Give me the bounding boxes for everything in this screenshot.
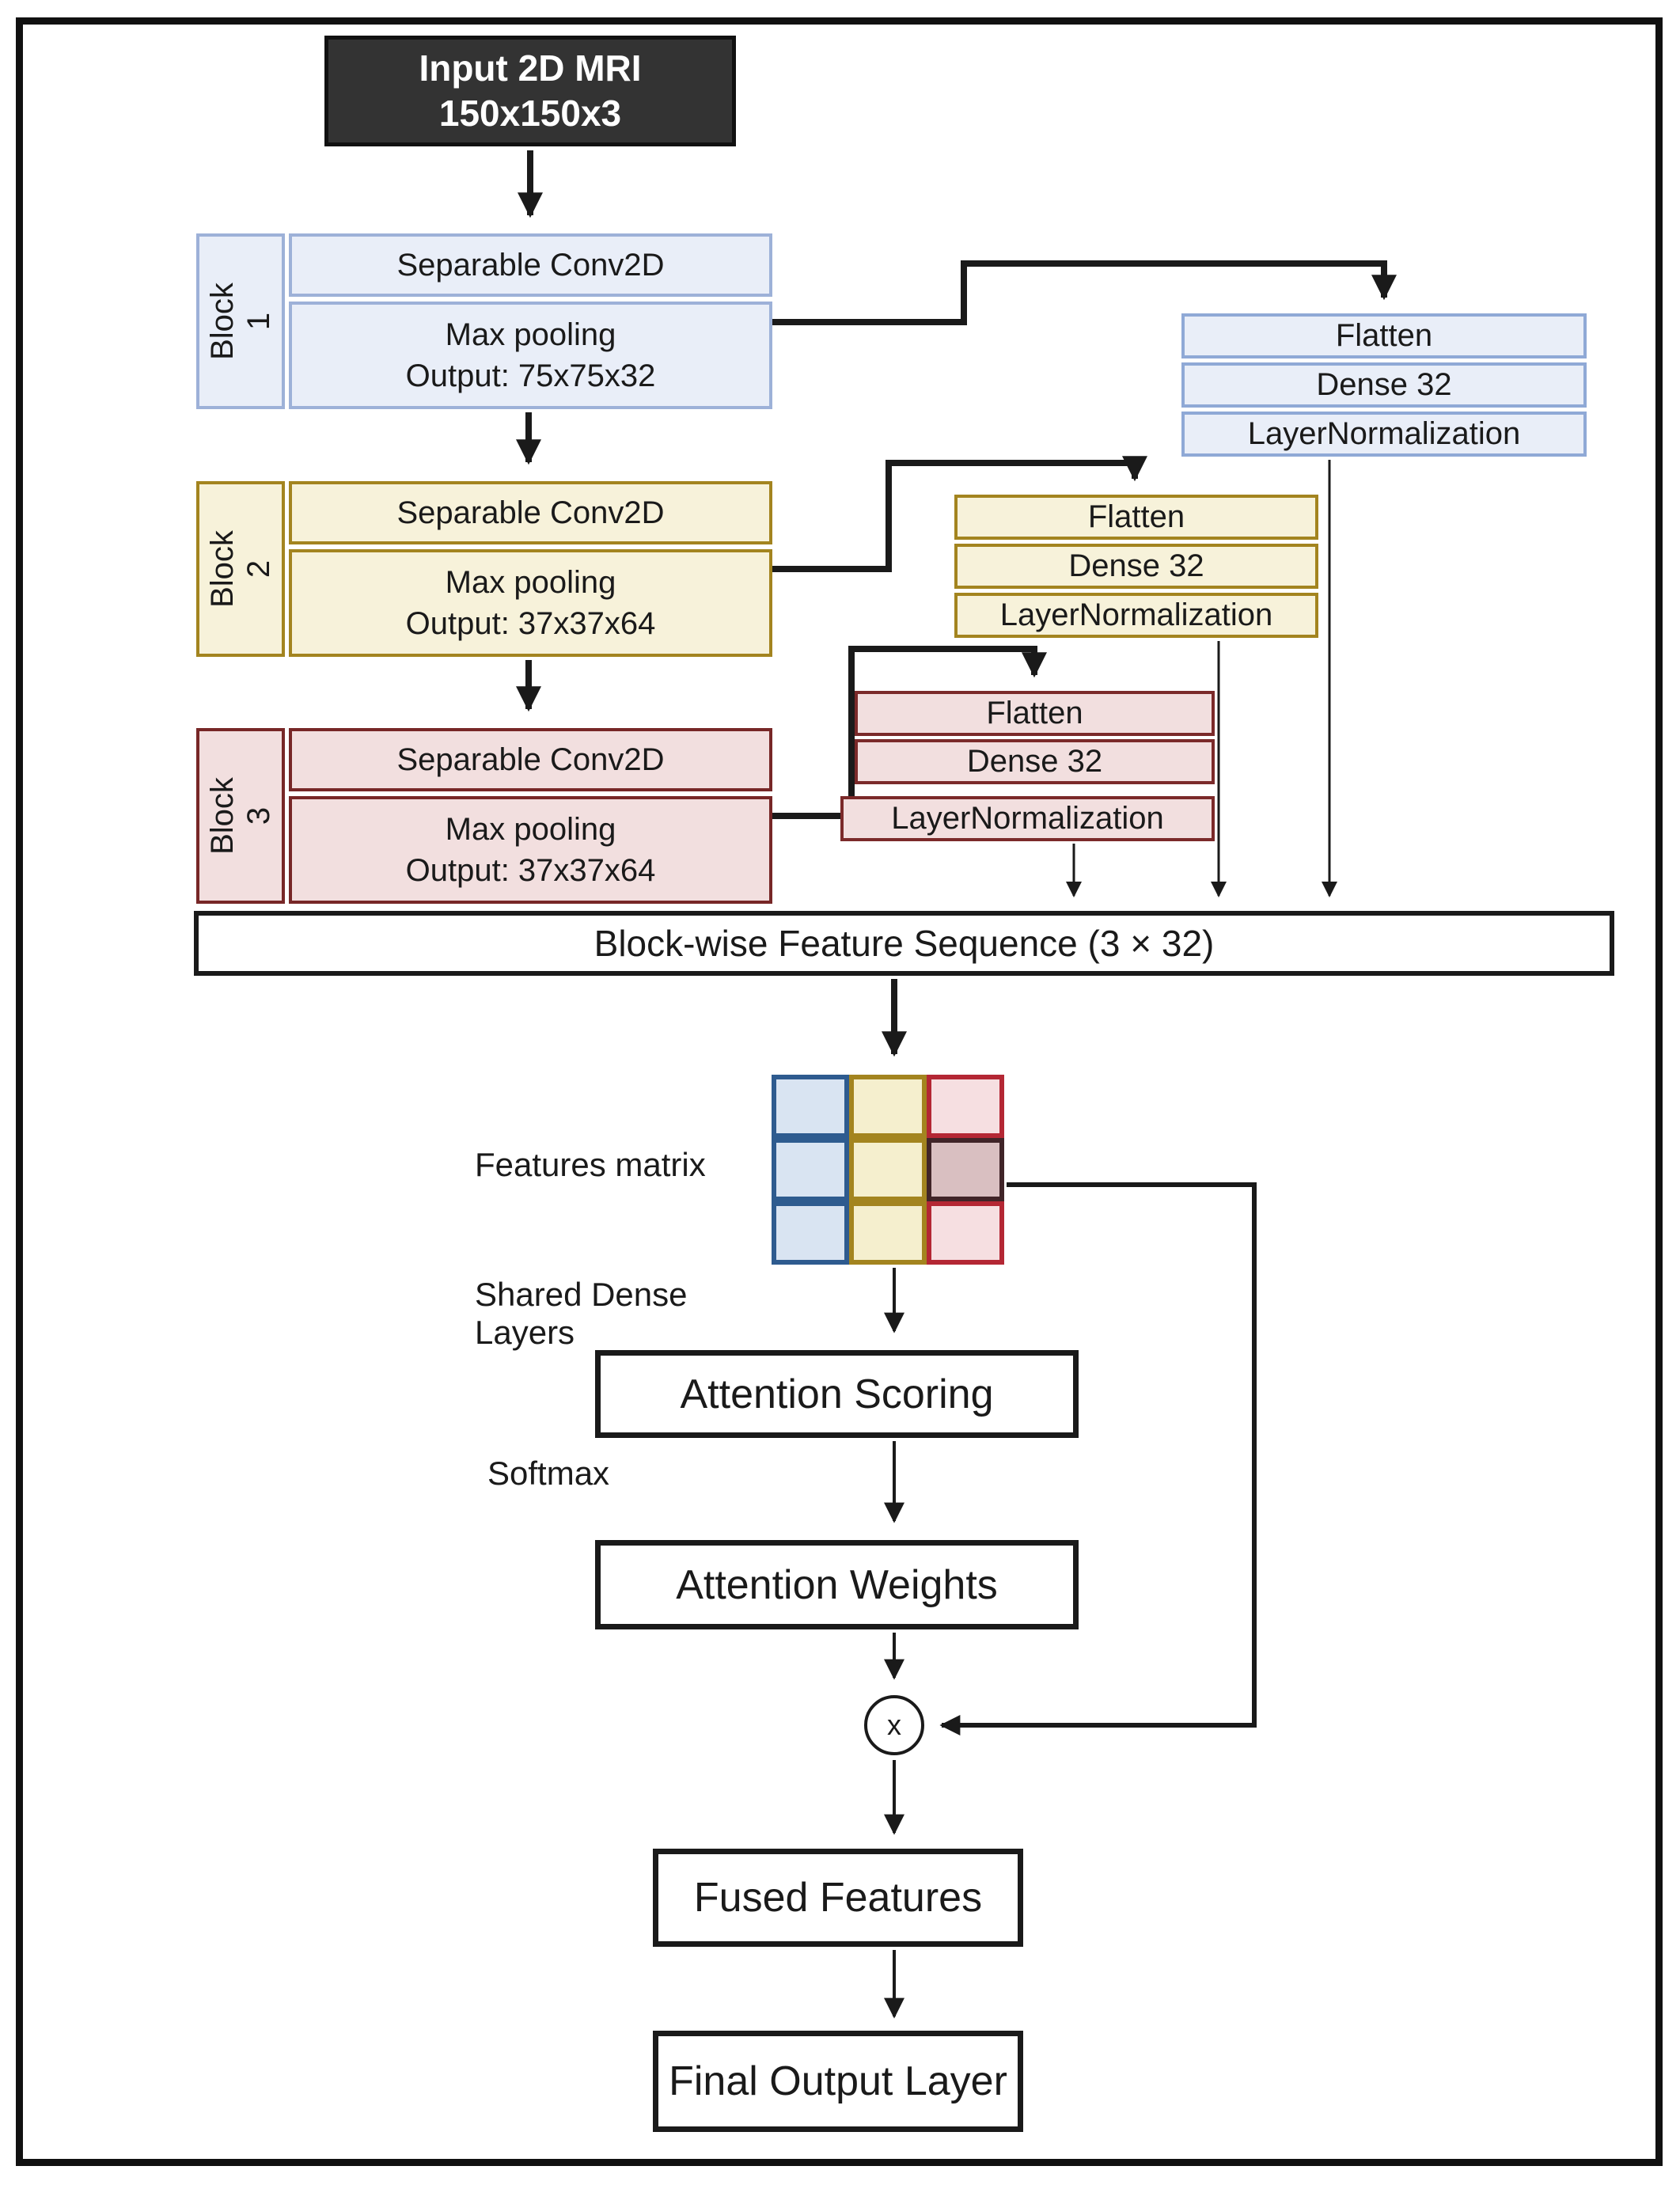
block3-label-number: 3	[241, 806, 276, 825]
blue-flatten-text: Flatten	[1335, 318, 1433, 353]
final-output-text: Final Output Layer	[669, 2058, 1007, 2104]
block2-label-number: 2	[241, 560, 276, 578]
yellow-stack-layernorm: LayerNormalization	[954, 593, 1318, 638]
yellow-stack-dense: Dense 32	[954, 544, 1318, 589]
matrix-cell-r2c2	[849, 1138, 927, 1201]
shared-dense-layers-label-text: Shared Dense Layers	[475, 1276, 688, 1351]
yellow-dense-text: Dense 32	[1068, 548, 1204, 583]
block3-conv-text: Separable Conv2D	[396, 742, 665, 777]
block3-label: Block 3	[196, 728, 285, 904]
matrix-cell-r3c1	[772, 1201, 849, 1265]
matrix-cell-r2c3-highlighted	[927, 1138, 1004, 1201]
block2-label-text: Block	[205, 530, 240, 608]
attention-scoring-node: Attention Scoring	[595, 1350, 1079, 1438]
block3-pool-text: Max pooling	[445, 812, 616, 847]
block1-label: Block 1	[196, 233, 285, 409]
block3-output-text: Output: 37x37x64	[405, 853, 656, 888]
matrix-cell-r3c3	[927, 1201, 1004, 1265]
matrix-cell-r3c2	[849, 1201, 927, 1265]
sequence-bar: Block-wise Feature Sequence (3 × 32)	[194, 911, 1614, 976]
blue-layernorm-text: LayerNormalization	[1247, 416, 1521, 451]
red-stack-layernorm: LayerNormalization	[840, 796, 1215, 841]
blue-stack-layernorm: LayerNormalization	[1181, 412, 1587, 457]
blue-dense-text: Dense 32	[1316, 367, 1452, 402]
multiply-node: x	[864, 1695, 924, 1755]
red-stack-dense: Dense 32	[855, 739, 1215, 784]
block2-output-text: Output: 37x37x64	[405, 606, 656, 641]
yellow-layernorm-text: LayerNormalization	[999, 597, 1273, 632]
block1-pool-layer: Max pooling Output: 75x75x32	[289, 302, 772, 409]
fused-features-text: Fused Features	[693, 1875, 983, 1921]
block1-pool-text: Max pooling	[445, 317, 616, 352]
block3-label-text: Block	[205, 777, 240, 855]
features-matrix-label: Features matrix	[475, 1146, 752, 1184]
matrix-cell-r1c3	[927, 1075, 1004, 1138]
attention-weights-text: Attention Weights	[676, 1561, 998, 1608]
input-node-title: Input 2D MRI	[419, 47, 642, 89]
yellow-stack-flatten: Flatten	[954, 495, 1318, 540]
matrix-cell-r2c1	[772, 1138, 849, 1201]
block2-pool-layer: Max pooling Output: 37x37x64	[289, 549, 772, 657]
block1-output-text: Output: 75x75x32	[405, 358, 656, 393]
red-layernorm-text: LayerNormalization	[891, 801, 1164, 836]
attention-weights-node: Attention Weights	[595, 1540, 1079, 1629]
blue-stack-dense: Dense 32	[1181, 362, 1587, 408]
block1-label-number: 1	[241, 312, 276, 331]
softmax-label-text: Softmax	[487, 1455, 610, 1492]
block1-conv-text: Separable Conv2D	[396, 248, 665, 283]
red-dense-text: Dense 32	[966, 744, 1103, 779]
block2-pool-text: Max pooling	[445, 565, 616, 600]
block2-conv-layer: Separable Conv2D	[289, 481, 772, 544]
blue-stack-flatten: Flatten	[1181, 313, 1587, 358]
yellow-flatten-text: Flatten	[1087, 499, 1185, 534]
softmax-label: Softmax	[487, 1455, 677, 1493]
block3-conv-layer: Separable Conv2D	[289, 728, 772, 791]
block1-conv-layer: Separable Conv2D	[289, 233, 772, 297]
final-output-node: Final Output Layer	[653, 2031, 1023, 2132]
red-flatten-text: Flatten	[986, 696, 1083, 730]
input-node-shape: 150x150x3	[438, 93, 622, 134]
matrix-cell-r1c1	[772, 1075, 849, 1138]
block2-label: Block 2	[196, 481, 285, 657]
red-stack-flatten: Flatten	[855, 691, 1215, 736]
multiply-symbol: x	[887, 1709, 901, 1741]
fused-features-node: Fused Features	[653, 1849, 1023, 1947]
matrix-cell-r1c2	[849, 1075, 927, 1138]
shared-dense-layers-label: Shared Dense Layers	[475, 1276, 760, 1352]
block1-label-text: Block	[205, 283, 240, 360]
sequence-bar-text: Block-wise Feature Sequence (3 × 32)	[593, 923, 1215, 964]
features-matrix-label-text: Features matrix	[475, 1146, 706, 1183]
attention-scoring-text: Attention Scoring	[680, 1371, 994, 1417]
input-node: Input 2D MRI 150x150x3	[324, 36, 736, 146]
block2-conv-text: Separable Conv2D	[396, 495, 665, 530]
block3-pool-layer: Max pooling Output: 37x37x64	[289, 796, 772, 904]
